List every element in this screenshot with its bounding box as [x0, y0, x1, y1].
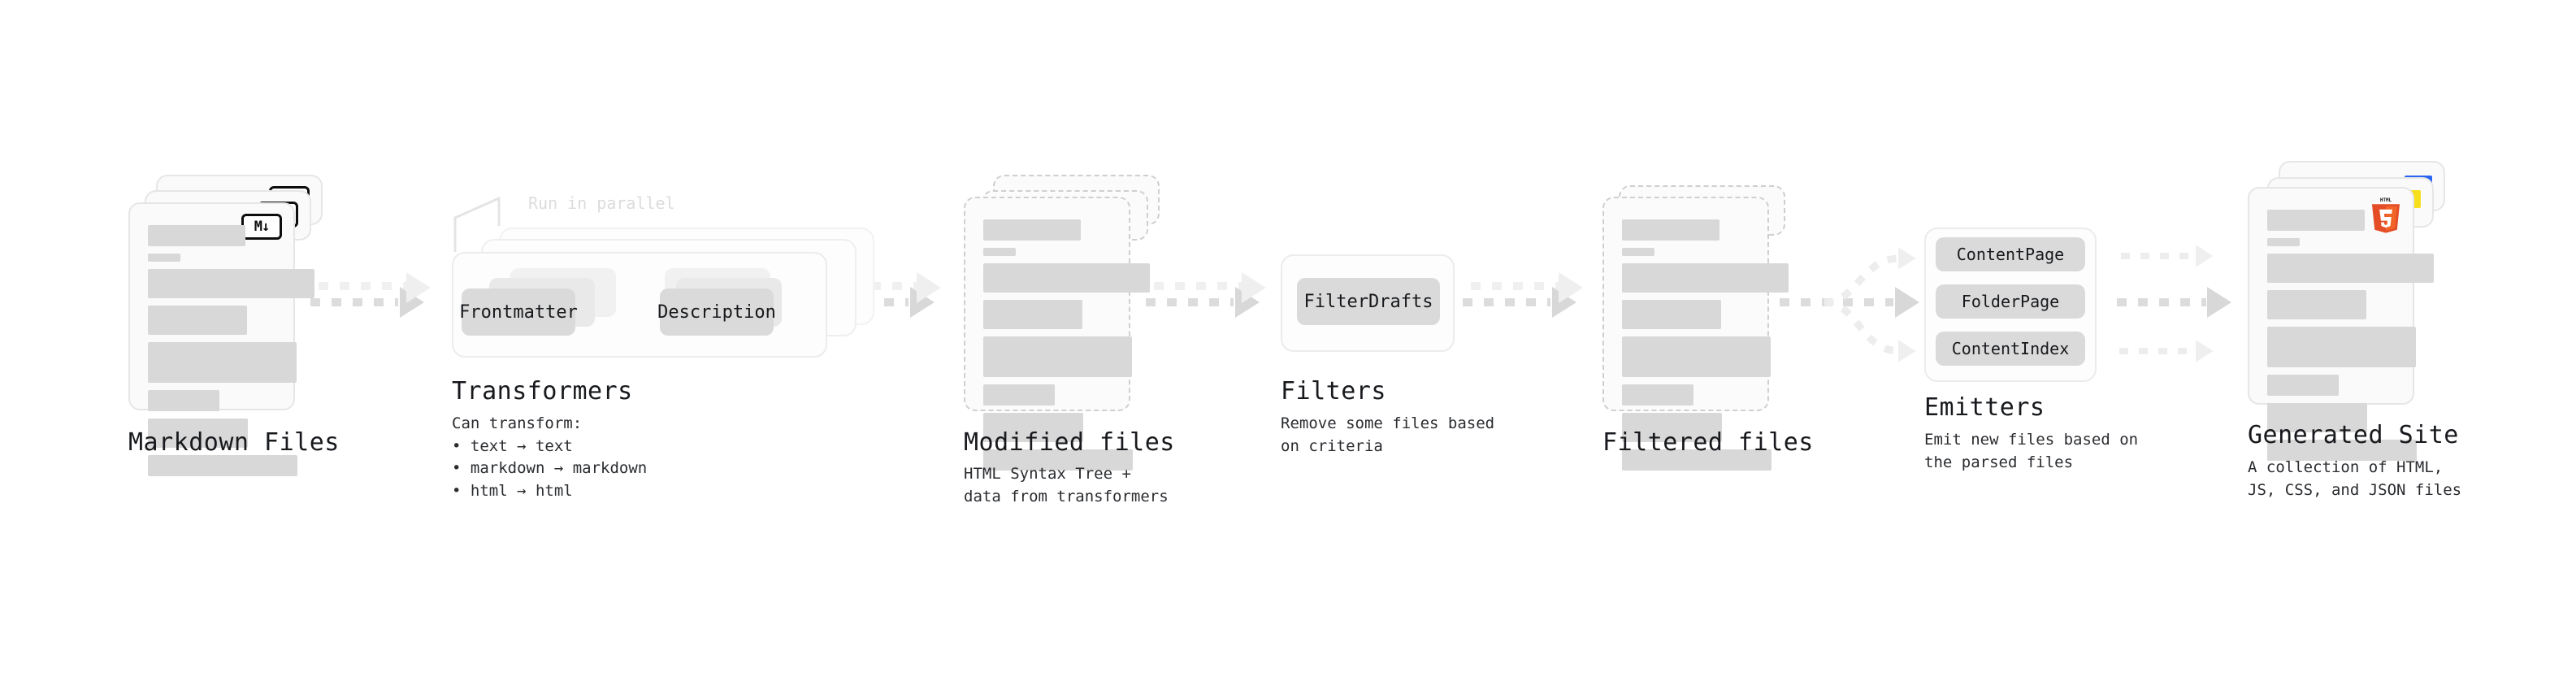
skeleton-bar — [1622, 384, 1693, 406]
arrow-modified-to-filters — [1146, 272, 1266, 318]
skeleton-bar — [2267, 403, 2367, 432]
skeleton-bar — [148, 390, 219, 411]
stage-title-filters: Filters — [1281, 377, 1386, 406]
skeleton-bar — [2267, 254, 2434, 283]
markdown-badge-front: M↓ — [241, 214, 282, 240]
skeleton-bar — [148, 225, 245, 246]
skeleton-bar — [148, 419, 248, 448]
emitter-pill-folderpage[interactable]: FolderPage — [1936, 284, 2085, 319]
stage-subtitle-modified-files: HTML Syntax Tree + data from transformer… — [964, 465, 1169, 505]
stage-subtitle-generated-site: A collection of HTML, JS, CSS, and JSON … — [2248, 458, 2462, 499]
skeleton-bars — [148, 225, 314, 484]
stage-title-markdown-files: Markdown Files — [128, 428, 340, 457]
skeleton-bar — [983, 300, 1082, 329]
arrow-markdown-to-transformers — [310, 272, 431, 318]
skeleton-bar — [1622, 449, 1772, 471]
skeleton-bar — [2267, 210, 2365, 231]
skeleton-bar — [1622, 413, 1722, 442]
skeleton-bar — [148, 342, 297, 383]
skeleton-bars — [983, 219, 1150, 478]
skeleton-bar — [1622, 336, 1771, 377]
skeleton-bar — [148, 254, 180, 262]
transformer-pill-description[interactable]: Description — [657, 288, 776, 336]
site-card-front: HTML — [2248, 187, 2434, 461]
skeleton-bar — [983, 263, 1150, 293]
skeleton-bar — [2267, 290, 2366, 319]
arrow-filtered-to-emitters — [1780, 247, 1919, 362]
skeleton-bar — [983, 413, 1083, 442]
skeleton-bar — [983, 248, 1016, 256]
skeleton-bar — [1622, 248, 1654, 256]
skeleton-bar — [983, 384, 1055, 406]
filtered-card-front — [1602, 197, 1789, 471]
modified-card-front — [964, 197, 1150, 471]
arrow-filters-to-filtered — [1463, 272, 1583, 318]
skeleton-bar — [2267, 375, 2339, 396]
stage-title-emitters: Emitters — [1924, 393, 2045, 422]
skeleton-bar — [1622, 300, 1721, 329]
filter-pill-filterdrafts[interactable]: FilterDrafts — [1297, 278, 1440, 325]
html5-icon: HTML — [2371, 198, 2400, 233]
stage-title-generated-site: Generated Site — [2248, 421, 2459, 449]
skeleton-bars — [1622, 219, 1789, 478]
skeleton-bar — [148, 455, 297, 476]
stage-subtitle-emitters: Emit new files based on the parsed files — [1924, 431, 2139, 471]
skeleton-bars — [2267, 210, 2434, 468]
skeleton-bar — [148, 306, 247, 335]
skeleton-bar — [983, 449, 1133, 471]
skeleton-bar — [2267, 440, 2417, 461]
skeleton-bar — [1622, 263, 1789, 293]
stage-title-modified-files: Modified files — [964, 428, 1175, 457]
file-card-front: M↓ — [128, 202, 314, 476]
stage-subtitle-filters: Remove some files based on criteria — [1281, 414, 1495, 455]
skeleton-bar — [148, 269, 314, 298]
skeleton-bar — [1622, 219, 1720, 241]
stage-title-filtered-files: Filtered files — [1602, 428, 1814, 457]
skeleton-bar — [2267, 238, 2300, 246]
skeleton-bar — [983, 336, 1132, 377]
stage-subtitle-transformers: Can transform: • text → text • markdown … — [452, 414, 648, 500]
emitter-pill-contentindex[interactable]: ContentIndex — [1936, 332, 2085, 366]
transformer-pill-frontmatter[interactable]: Frontmatter — [459, 288, 578, 336]
emitter-pill-contentpage[interactable]: ContentPage — [1936, 237, 2085, 271]
skeleton-bar — [2267, 327, 2416, 367]
arrow-emitters-to-site — [2117, 245, 2231, 362]
svg-text:HTML: HTML — [2380, 198, 2392, 203]
skeleton-bar — [983, 219, 1081, 241]
run-in-parallel-label: Run in parallel — [528, 193, 675, 213]
stage-title-transformers: Transformers — [452, 377, 633, 406]
